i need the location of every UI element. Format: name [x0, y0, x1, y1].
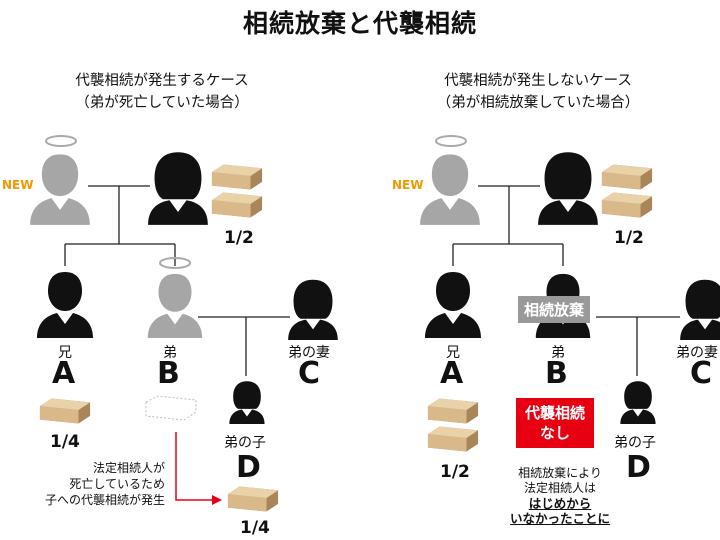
b-letter: B — [157, 356, 180, 391]
halo-icon — [45, 135, 77, 147]
right-note: 相続放棄により 法定相続人は はじめから いなかったことに — [490, 466, 630, 526]
b-role: 弟 — [163, 345, 177, 361]
right-heading-line1: 代襲相続が発生しないケース — [444, 73, 632, 89]
d-role: 弟の子 — [614, 435, 656, 451]
left-note-line2: 死亡しているため — [69, 477, 165, 491]
right-heading: 代襲相続が発生しないケース （弟が相続放棄していた場合） — [398, 70, 678, 114]
right-note-line4: いなかったことに — [509, 511, 610, 526]
no-substitution-box: 代襲相続 なし — [516, 398, 594, 448]
money-bundle-icon — [426, 424, 480, 454]
person-a-icon — [423, 268, 483, 338]
left-heading: 代襲相続が発生するケース （弟が死亡していた場合） — [22, 70, 302, 114]
mother-icon — [536, 150, 600, 225]
c-role: 弟の妻 — [288, 345, 330, 361]
money-bundle-icon — [210, 162, 264, 192]
deceased-parent-icon — [418, 150, 482, 225]
c-letter: C — [690, 356, 713, 391]
d-share: 1/4 — [240, 518, 270, 538]
b-letter: B — [545, 356, 568, 391]
left-heading-line1: 代襲相続が発生するケース — [75, 73, 249, 89]
right-heading-line2: （弟が相続放棄していた場合） — [436, 95, 640, 111]
spouse-share: 1/2 — [224, 228, 254, 248]
a-letter: A — [52, 356, 76, 391]
a-letter: A — [440, 356, 464, 391]
new-label: NEW — [2, 178, 34, 192]
new-label: NEW — [392, 178, 424, 192]
money-bundle-icon — [226, 484, 280, 514]
money-bundle-icon — [426, 396, 480, 426]
money-bundle-icon — [38, 396, 92, 426]
left-heading-line2: （弟が死亡していた場合） — [75, 95, 249, 111]
c-letter: C — [298, 356, 321, 391]
halo-icon — [159, 257, 191, 269]
mother-icon — [146, 150, 210, 225]
inheritance-arrow — [175, 432, 214, 501]
d-role: 弟の子 — [224, 435, 266, 451]
red-line2: なし — [539, 424, 570, 442]
deceased-parent-icon — [28, 150, 92, 225]
left-note: 法定相続人が 死亡しているため 子への代襲相続が発生 — [30, 460, 165, 508]
person-c-icon — [676, 278, 720, 340]
person-a-icon — [35, 268, 95, 338]
left-note-line3: 子への代襲相続が発生 — [44, 493, 165, 507]
d-letter: D — [626, 450, 651, 485]
money-bundle-icon — [210, 190, 264, 220]
money-bundle-icon — [600, 162, 654, 192]
renunciation-badge: 相続放棄 — [518, 296, 591, 323]
a-role: 兄 — [58, 345, 72, 361]
right-note-line1: 相続放棄により — [518, 466, 602, 480]
red-line1: 代襲相続 — [524, 404, 585, 422]
d-letter: D — [236, 450, 261, 485]
a-share: 1/2 — [440, 462, 470, 482]
person-d-icon — [228, 380, 266, 424]
person-c-icon — [284, 278, 342, 340]
c-role: 弟の妻 — [676, 345, 718, 361]
person-d-icon — [619, 380, 657, 424]
b-role: 弟 — [551, 345, 565, 361]
a-role: 兄 — [446, 345, 460, 361]
money-bundle-icon — [600, 190, 654, 220]
page-title: 相続放棄と代襲相続 — [242, 9, 477, 38]
left-note-line1: 法定相続人が — [92, 461, 165, 475]
spouse-share: 1/2 — [614, 228, 644, 248]
a-share: 1/4 — [50, 432, 80, 452]
person-b-deceased-icon — [145, 270, 205, 338]
right-note-line3: はじめから — [528, 496, 592, 511]
right-note-line2: 法定相続人は — [523, 481, 596, 495]
halo-icon — [435, 135, 467, 147]
